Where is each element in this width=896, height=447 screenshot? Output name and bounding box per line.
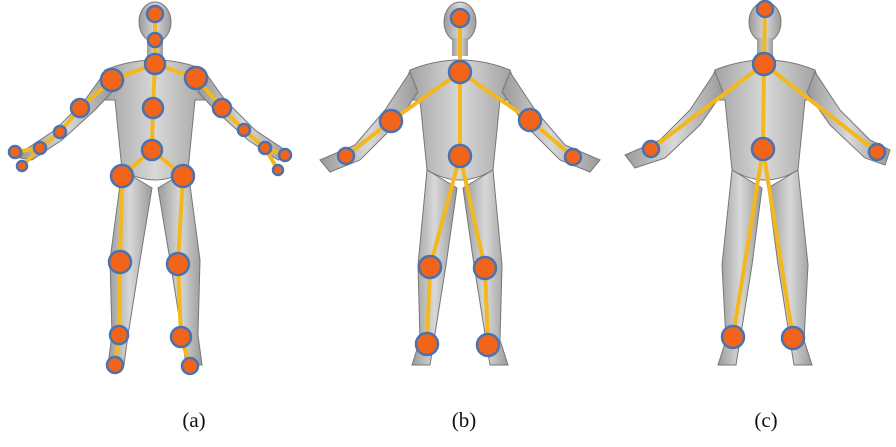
joint — [722, 326, 744, 348]
joint — [416, 333, 438, 355]
joint — [782, 327, 804, 349]
joint — [167, 253, 189, 275]
joint — [757, 1, 773, 17]
joint — [752, 138, 774, 160]
panel-c — [625, 1, 890, 365]
joint — [474, 257, 496, 279]
panel-label-a: (a) — [154, 408, 234, 433]
panel-a — [9, 2, 291, 374]
joints-b — [338, 9, 581, 356]
joint — [449, 145, 471, 167]
joint — [279, 149, 291, 161]
joint — [71, 99, 89, 117]
joint — [109, 251, 131, 273]
joint — [519, 109, 541, 131]
joint — [34, 142, 46, 154]
joint — [259, 142, 271, 154]
joint — [451, 9, 469, 27]
panel-label-b: (b) — [424, 408, 504, 433]
joint — [111, 165, 133, 187]
joint — [147, 6, 163, 22]
joint — [185, 67, 207, 89]
joint — [101, 69, 123, 91]
joint — [643, 141, 659, 157]
joint — [148, 33, 162, 47]
joint — [172, 165, 194, 187]
joint — [238, 124, 250, 136]
joint — [753, 53, 775, 75]
joint — [17, 161, 27, 171]
joint — [142, 140, 162, 160]
joint — [143, 98, 163, 118]
panel-label-c: (c) — [726, 408, 806, 433]
joint — [110, 326, 128, 344]
joint — [107, 357, 123, 373]
joint — [380, 110, 402, 132]
joint — [449, 61, 471, 83]
joint — [171, 327, 191, 347]
joint — [419, 256, 441, 278]
joint — [182, 358, 198, 374]
joint — [54, 126, 66, 138]
joint — [477, 334, 499, 356]
joint — [869, 144, 885, 160]
joint — [145, 54, 165, 74]
joint — [213, 99, 231, 117]
joint — [9, 146, 21, 158]
joint — [273, 165, 283, 175]
joint — [338, 148, 354, 164]
joint — [565, 149, 581, 165]
panel-b — [320, 2, 600, 365]
